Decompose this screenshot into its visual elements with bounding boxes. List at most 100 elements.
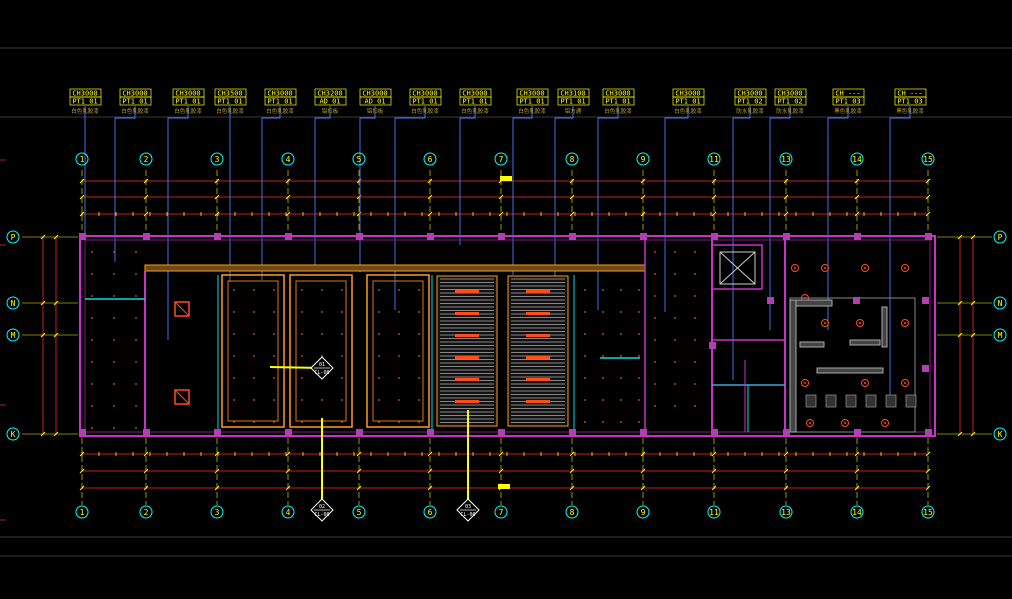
downlight	[301, 377, 303, 379]
grid-bubble-bottom	[75, 505, 89, 519]
pendant-center	[859, 322, 861, 324]
linear-light	[455, 334, 479, 337]
downlight	[418, 355, 420, 357]
grid-bubble-label: 13	[781, 155, 791, 164]
dim-tick	[143, 451, 149, 457]
downlight	[602, 289, 604, 291]
column	[854, 233, 861, 240]
downlight	[341, 289, 343, 291]
column	[922, 365, 929, 372]
structural-columns	[79, 233, 932, 436]
downlight	[602, 399, 604, 401]
tag-leader	[314, 106, 331, 265]
downlight	[418, 377, 420, 379]
row-bubble-label: N	[998, 299, 1003, 308]
column	[285, 233, 292, 240]
downlight	[253, 399, 255, 401]
downlight	[113, 383, 115, 385]
downlight	[301, 311, 303, 313]
linear-light	[526, 400, 550, 403]
row-bubble-right	[993, 427, 1007, 441]
grid-bubble-label: 7	[499, 508, 504, 517]
tag-code: CH ---	[835, 90, 860, 98]
downlight	[694, 251, 696, 253]
downlight	[341, 333, 343, 335]
grid-bubble-bottom	[494, 505, 508, 519]
downlight	[398, 377, 400, 379]
grid-bubble-bottom	[565, 505, 579, 519]
pendant-center	[904, 322, 906, 324]
linear-light	[455, 400, 479, 403]
downlight	[638, 355, 640, 357]
dim-tick	[711, 211, 717, 217]
tag-material: PT1 01	[267, 98, 292, 106]
tag-code: CH3000	[122, 90, 147, 98]
bar-seats	[805, 394, 917, 408]
downlight	[321, 289, 323, 291]
row-bubble-left	[6, 427, 20, 441]
diffuser-1	[174, 301, 190, 317]
grid-bubble-top	[779, 152, 793, 166]
pendant-light	[901, 264, 909, 272]
column	[498, 233, 505, 240]
downlight	[321, 399, 323, 401]
downlight	[674, 273, 676, 275]
dim-tick	[711, 451, 717, 457]
downlight	[341, 377, 343, 379]
grid-bubble-label: 11	[709, 508, 719, 517]
dim-tick	[569, 451, 575, 457]
grid-bubble-label: 5	[357, 155, 362, 164]
grid-bubble-top	[352, 152, 366, 166]
downlight	[135, 295, 137, 297]
grid-bubble-bottom	[281, 505, 295, 519]
grid-bubble-top	[281, 152, 295, 166]
tag-description: 白色乳胶漆	[461, 107, 489, 115]
tag-description: 铝扣板	[367, 107, 384, 115]
grid-bubble-bottom	[210, 505, 224, 519]
dim-tick	[854, 211, 860, 217]
floor-plan	[79, 235, 936, 437]
downlight	[602, 377, 604, 379]
pendant-center	[904, 382, 906, 384]
downlight	[584, 377, 586, 379]
downlight	[584, 399, 586, 401]
row-bubble-right	[993, 328, 1007, 342]
downlight	[113, 339, 115, 341]
tag-material: PT1 02	[777, 98, 802, 106]
row-bubble-right	[993, 230, 1007, 244]
column	[79, 429, 86, 436]
tag-box-bottom	[264, 96, 297, 106]
downlight	[620, 421, 622, 423]
downlight	[620, 355, 622, 357]
tag-code: CH3000	[412, 90, 437, 98]
dim-tick	[285, 451, 291, 457]
tag-material: PT1 01	[675, 98, 700, 106]
inner-wall	[84, 239, 931, 433]
row-bubble-left	[6, 328, 20, 342]
pendant-center	[824, 322, 826, 324]
linear-light	[455, 356, 479, 359]
grid-axis-lines	[22, 170, 992, 505]
column	[285, 429, 292, 436]
grid-bubble-top	[565, 152, 579, 166]
ceiling-panel-3	[366, 274, 430, 428]
downlight	[113, 251, 115, 253]
row-bubble-label: M	[998, 331, 1003, 340]
downlight	[301, 355, 303, 357]
downlight	[91, 383, 93, 385]
grid-bubble-label: 4	[286, 508, 291, 517]
column	[783, 429, 790, 436]
tag-box-bottom	[672, 96, 705, 106]
grid-bubble-label: 3	[215, 155, 220, 164]
column	[783, 233, 790, 240]
column	[569, 233, 576, 240]
downlight	[674, 383, 676, 385]
grid-bubble-label: 5	[357, 508, 362, 517]
downlight	[91, 361, 93, 363]
